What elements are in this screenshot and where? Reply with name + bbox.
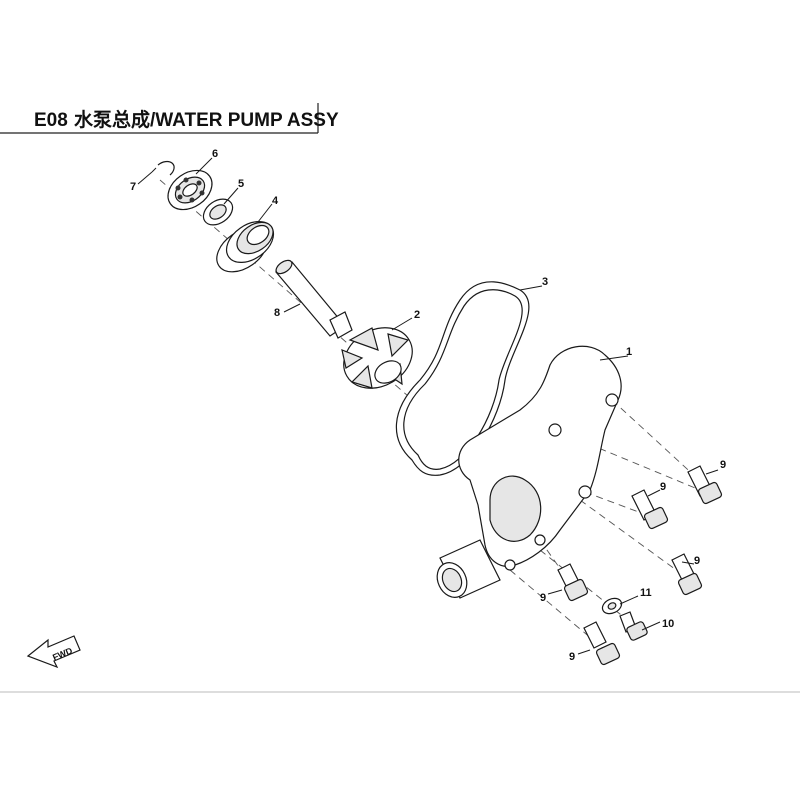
callout-1: 1 (626, 346, 632, 358)
callout-10: 10 (662, 618, 674, 630)
title-block: E08 水泵总成/WATER PUMP ASSY (0, 103, 339, 134)
callout-9-a: 9 (720, 459, 726, 471)
bolt-part-a (687, 465, 723, 505)
callout-9-d: 9 (540, 592, 546, 604)
fwd-arrow: FWD (26, 635, 81, 669)
bearing-part (167, 169, 213, 211)
callout-6: 6 (212, 148, 218, 160)
mechanical-seal-part (216, 220, 275, 273)
drain-bolt-part (619, 611, 648, 641)
callout-9-b: 9 (660, 481, 666, 493)
callout-8: 8 (274, 307, 280, 319)
bolt-part-e (583, 621, 621, 666)
callouts: 1 2 3 4 5 6 7 8 9 9 9 9 9 10 11 (130, 148, 726, 663)
callout-7: 7 (130, 181, 136, 193)
bolt-part-c (671, 553, 703, 596)
o-ring-part (395, 281, 530, 476)
callout-5: 5 (238, 178, 244, 190)
oil-seal-part (202, 198, 234, 226)
bolt-part-d (557, 563, 589, 602)
leader-lines (137, 157, 719, 655)
callout-9-c: 9 (694, 555, 700, 567)
callout-4: 4 (272, 195, 279, 207)
diagram-code: E08 (34, 110, 68, 131)
callout-11: 11 (640, 587, 652, 599)
callout-3: 3 (542, 276, 548, 288)
callout-9-e: 9 (569, 651, 575, 663)
circlip-part (151, 160, 175, 176)
washer-part (601, 597, 623, 615)
diagram-title: 水泵总成/WATER PUMP ASSY (74, 108, 339, 131)
callout-2: 2 (414, 309, 420, 321)
impeller-part (341, 327, 413, 389)
pump-cover-part (436, 345, 622, 599)
pump-shaft-part (275, 259, 353, 339)
bolt-part-b (631, 489, 669, 530)
